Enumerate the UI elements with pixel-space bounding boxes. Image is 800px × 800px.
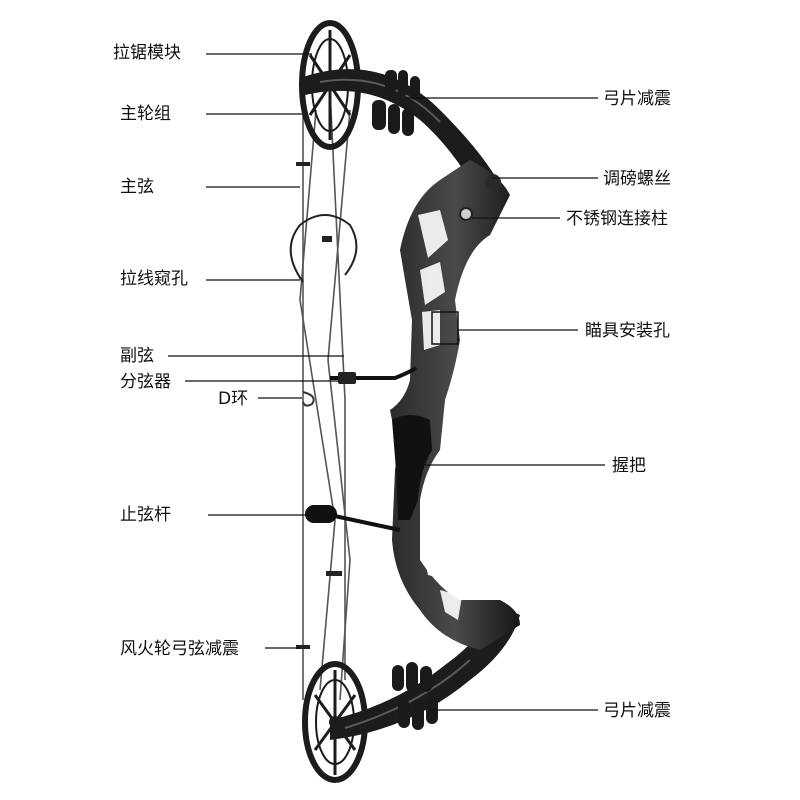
- label-cable-slide: 分弦器: [120, 372, 171, 392]
- riser: [390, 160, 520, 650]
- peep-sight-loop: [289, 214, 358, 283]
- cable-slide: [338, 372, 356, 384]
- peep-sight: [322, 236, 332, 242]
- label-limb-bolt: 调磅螺丝: [603, 169, 671, 189]
- label-cam-module: 拉锯模块: [113, 43, 181, 63]
- label-string-stopper: 止弦杆: [120, 505, 171, 525]
- string-stopper: [305, 505, 337, 523]
- leader-lines: [168, 53, 605, 711]
- string-serving-markers: [296, 162, 342, 649]
- bottom-limb: [330, 605, 520, 740]
- d-loop: [302, 391, 315, 407]
- label-string-suppressor: 风火轮弓弦减震: [120, 639, 239, 659]
- sight-mount-box: [431, 311, 459, 345]
- label-grip: 握把: [612, 456, 646, 476]
- label-steel-post: 不锈钢连接柱: [566, 209, 668, 229]
- label-peep-sight: 拉线窥孔: [120, 269, 188, 289]
- label-main-cam: 主轮组: [120, 104, 171, 124]
- label-main-string: 主弦: [120, 177, 154, 197]
- bottom-limb-damper: [392, 662, 438, 730]
- label-limb-damper-bottom: 弓片减震: [603, 701, 671, 721]
- limb-bolt: [485, 174, 501, 190]
- top-limb-damper: [372, 70, 420, 136]
- cable-line-a: [329, 89, 346, 680]
- label-d-loop: D环: [218, 389, 249, 409]
- cable-line-c: [327, 109, 351, 701]
- label-limb-damper-top: 弓片减震: [603, 89, 671, 109]
- riser-cutouts: [418, 210, 462, 620]
- cable-line-b: [299, 109, 336, 691]
- steel-post: [459, 207, 473, 221]
- cable-slide-rod: [330, 366, 418, 380]
- grip: [392, 415, 432, 520]
- label-cable: 副弦: [120, 346, 154, 366]
- bow-strings: [299, 72, 351, 701]
- string-stopper-rod: [329, 513, 401, 532]
- label-sight-holes: 瞄具安装孔: [585, 321, 670, 341]
